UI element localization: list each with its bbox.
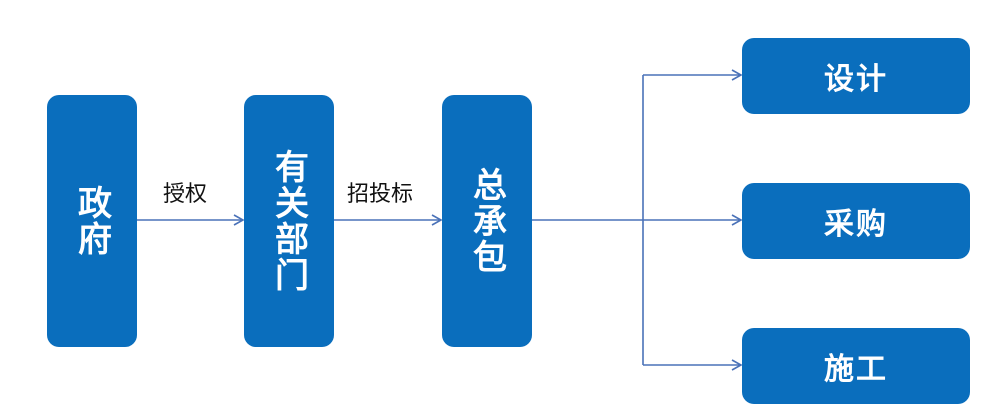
node-department: 有关部门 <box>244 95 334 347</box>
label-bidding: 招投标 <box>347 182 414 207</box>
node-design: 设计 <box>742 38 970 114</box>
label-authorize: 授权 <box>163 182 208 207</box>
node-general-contractor: 总承包 <box>442 95 532 347</box>
node-construction: 施工 <box>742 328 970 404</box>
node-government: 政府 <box>47 95 137 347</box>
node-procurement: 采购 <box>742 183 970 259</box>
